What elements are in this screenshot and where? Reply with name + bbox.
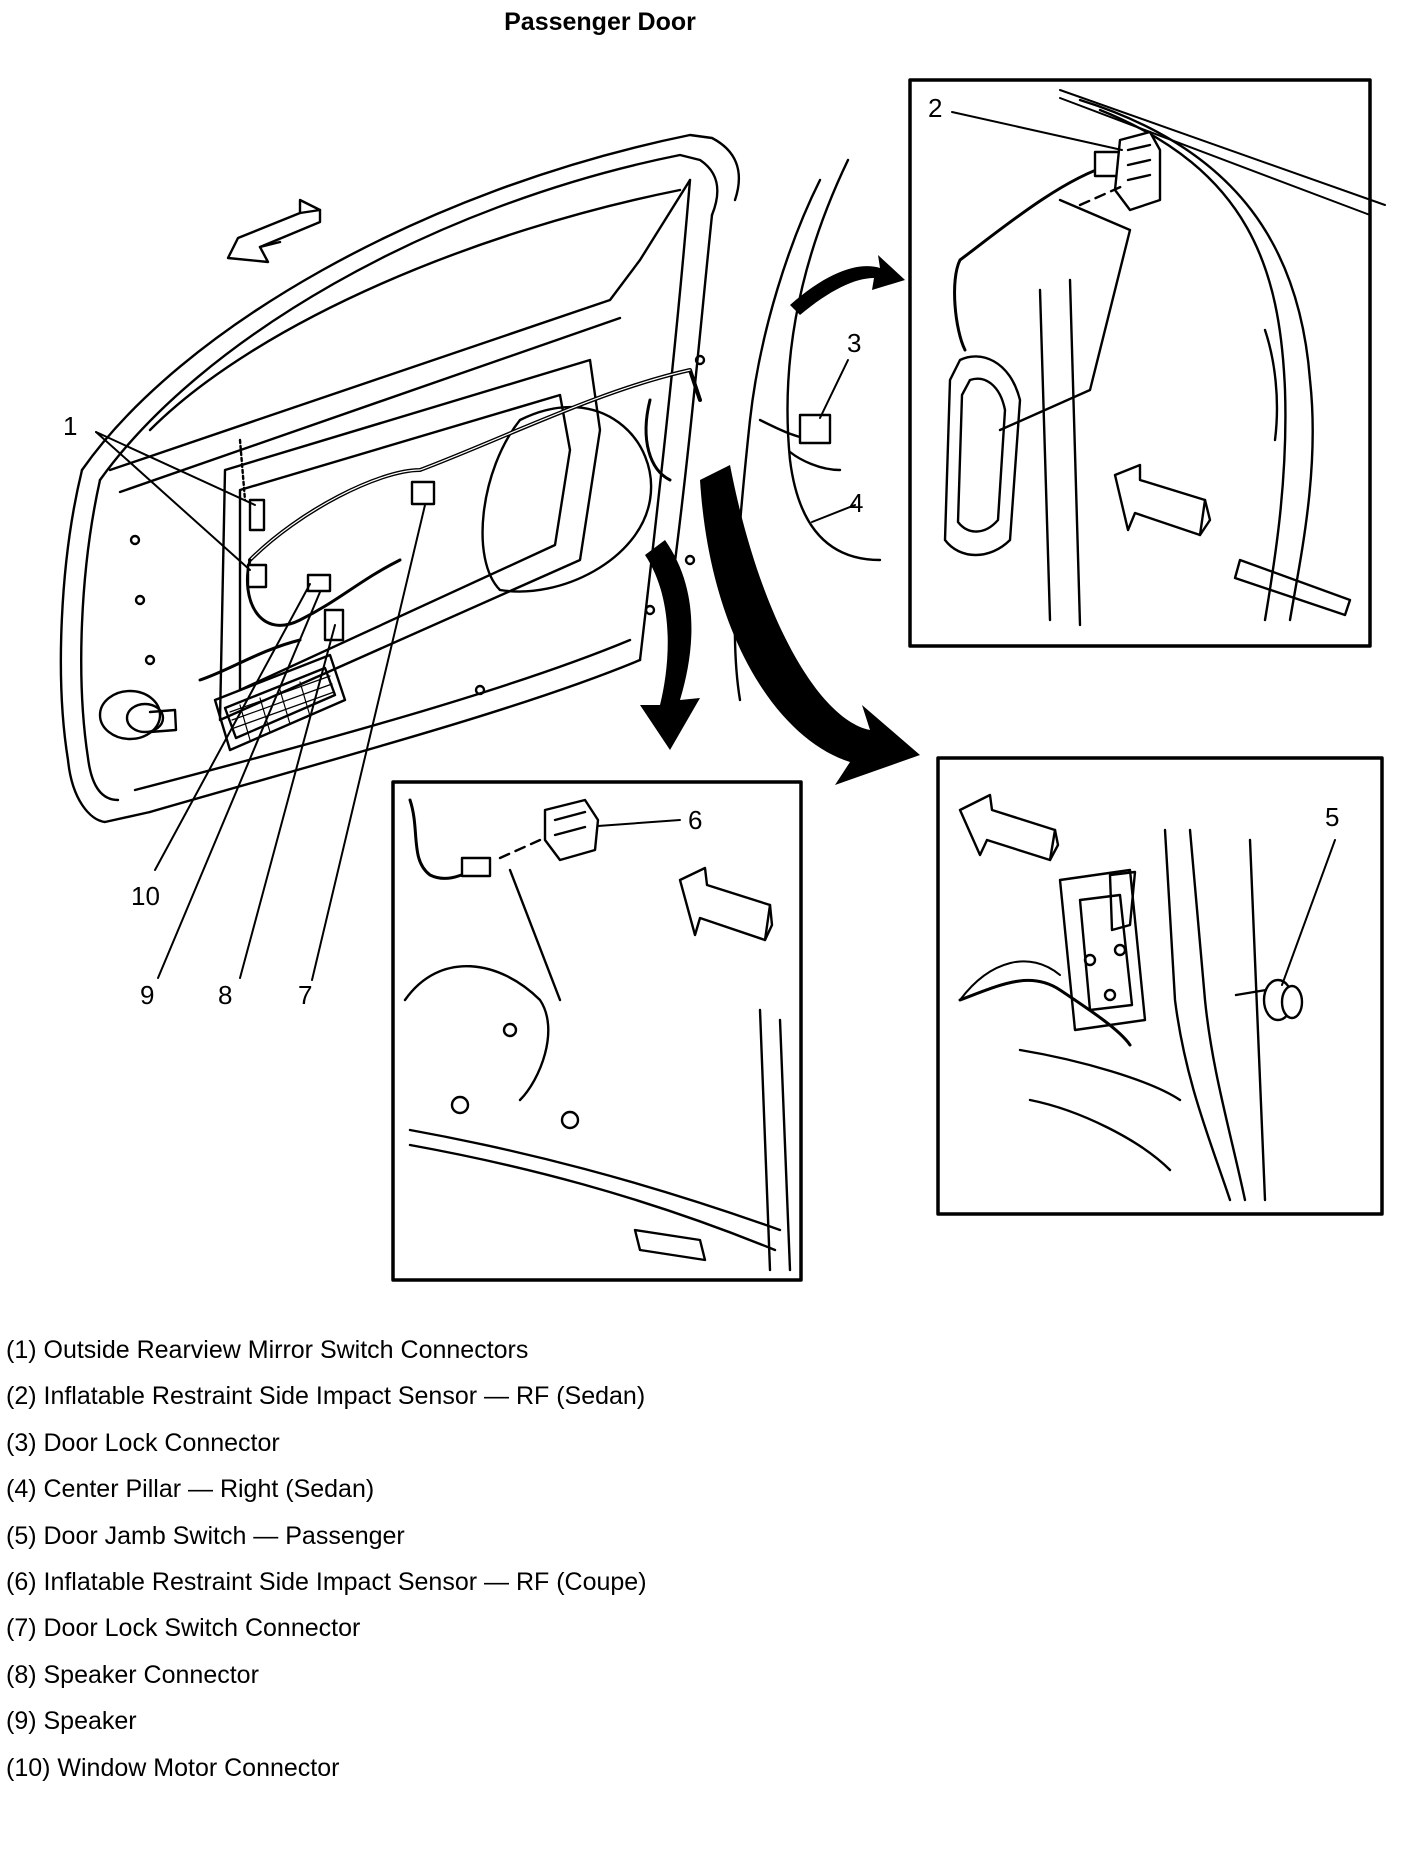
- legend-item: (3) Door Lock Connector: [6, 1428, 280, 1457]
- legend-item: (1) Outside Rearview Mirror Switch Conne…: [6, 1336, 529, 1364]
- callout-8: 8: [218, 980, 232, 1010]
- door-panel-illustration: [59, 133, 740, 824]
- callout-5: 5: [1325, 802, 1339, 832]
- callout-4: 4: [849, 488, 863, 518]
- parts-legend: (1) Outside Rearview Mirror Switch Conne…: [6, 1334, 647, 1798]
- callout-3: 3: [847, 328, 861, 358]
- callout-1: 1: [63, 411, 77, 441]
- inset-door-jamb-switch: [936, 756, 1384, 1216]
- inset-sedan-sensor: [908, 78, 1386, 648]
- callout-2: 2: [928, 93, 942, 123]
- callout-arrows: [640, 255, 920, 785]
- callout-10: 10: [131, 881, 160, 911]
- legend-item: (10) Window Motor Connector: [6, 1753, 340, 1782]
- legend-item: (6) Inflatable Restraint Side Impact Sen…: [6, 1567, 647, 1596]
- door-diagram: 1 2 3 4 5 6 7 8 9 10: [59, 78, 1386, 1282]
- legend-item: (4) Center Pillar — Right (Sedan): [6, 1475, 375, 1504]
- callout-7: 7: [298, 980, 312, 1010]
- legend-item: (2) Inflatable Restraint Side Impact Sen…: [6, 1382, 646, 1411]
- leader-lines: [95, 111, 1336, 986]
- callout-6: 6: [688, 805, 702, 835]
- callout-labels: 1 2 3 4 5 6 7 8 9 10: [63, 93, 1339, 1010]
- legend-item: (5) Door Jamb Switch — Passenger: [6, 1521, 405, 1550]
- diagram-title: Passenger Door: [504, 8, 696, 36]
- callout-9: 9: [140, 980, 154, 1010]
- center-pillar-illustration: [733, 158, 882, 702]
- inset-coupe-sensor: [391, 780, 803, 1282]
- legend-item: (8) Speaker Connector: [6, 1660, 259, 1689]
- legend-item: (7) Door Lock Switch Connector: [6, 1614, 361, 1643]
- legend-item: (9) Speaker: [6, 1707, 137, 1736]
